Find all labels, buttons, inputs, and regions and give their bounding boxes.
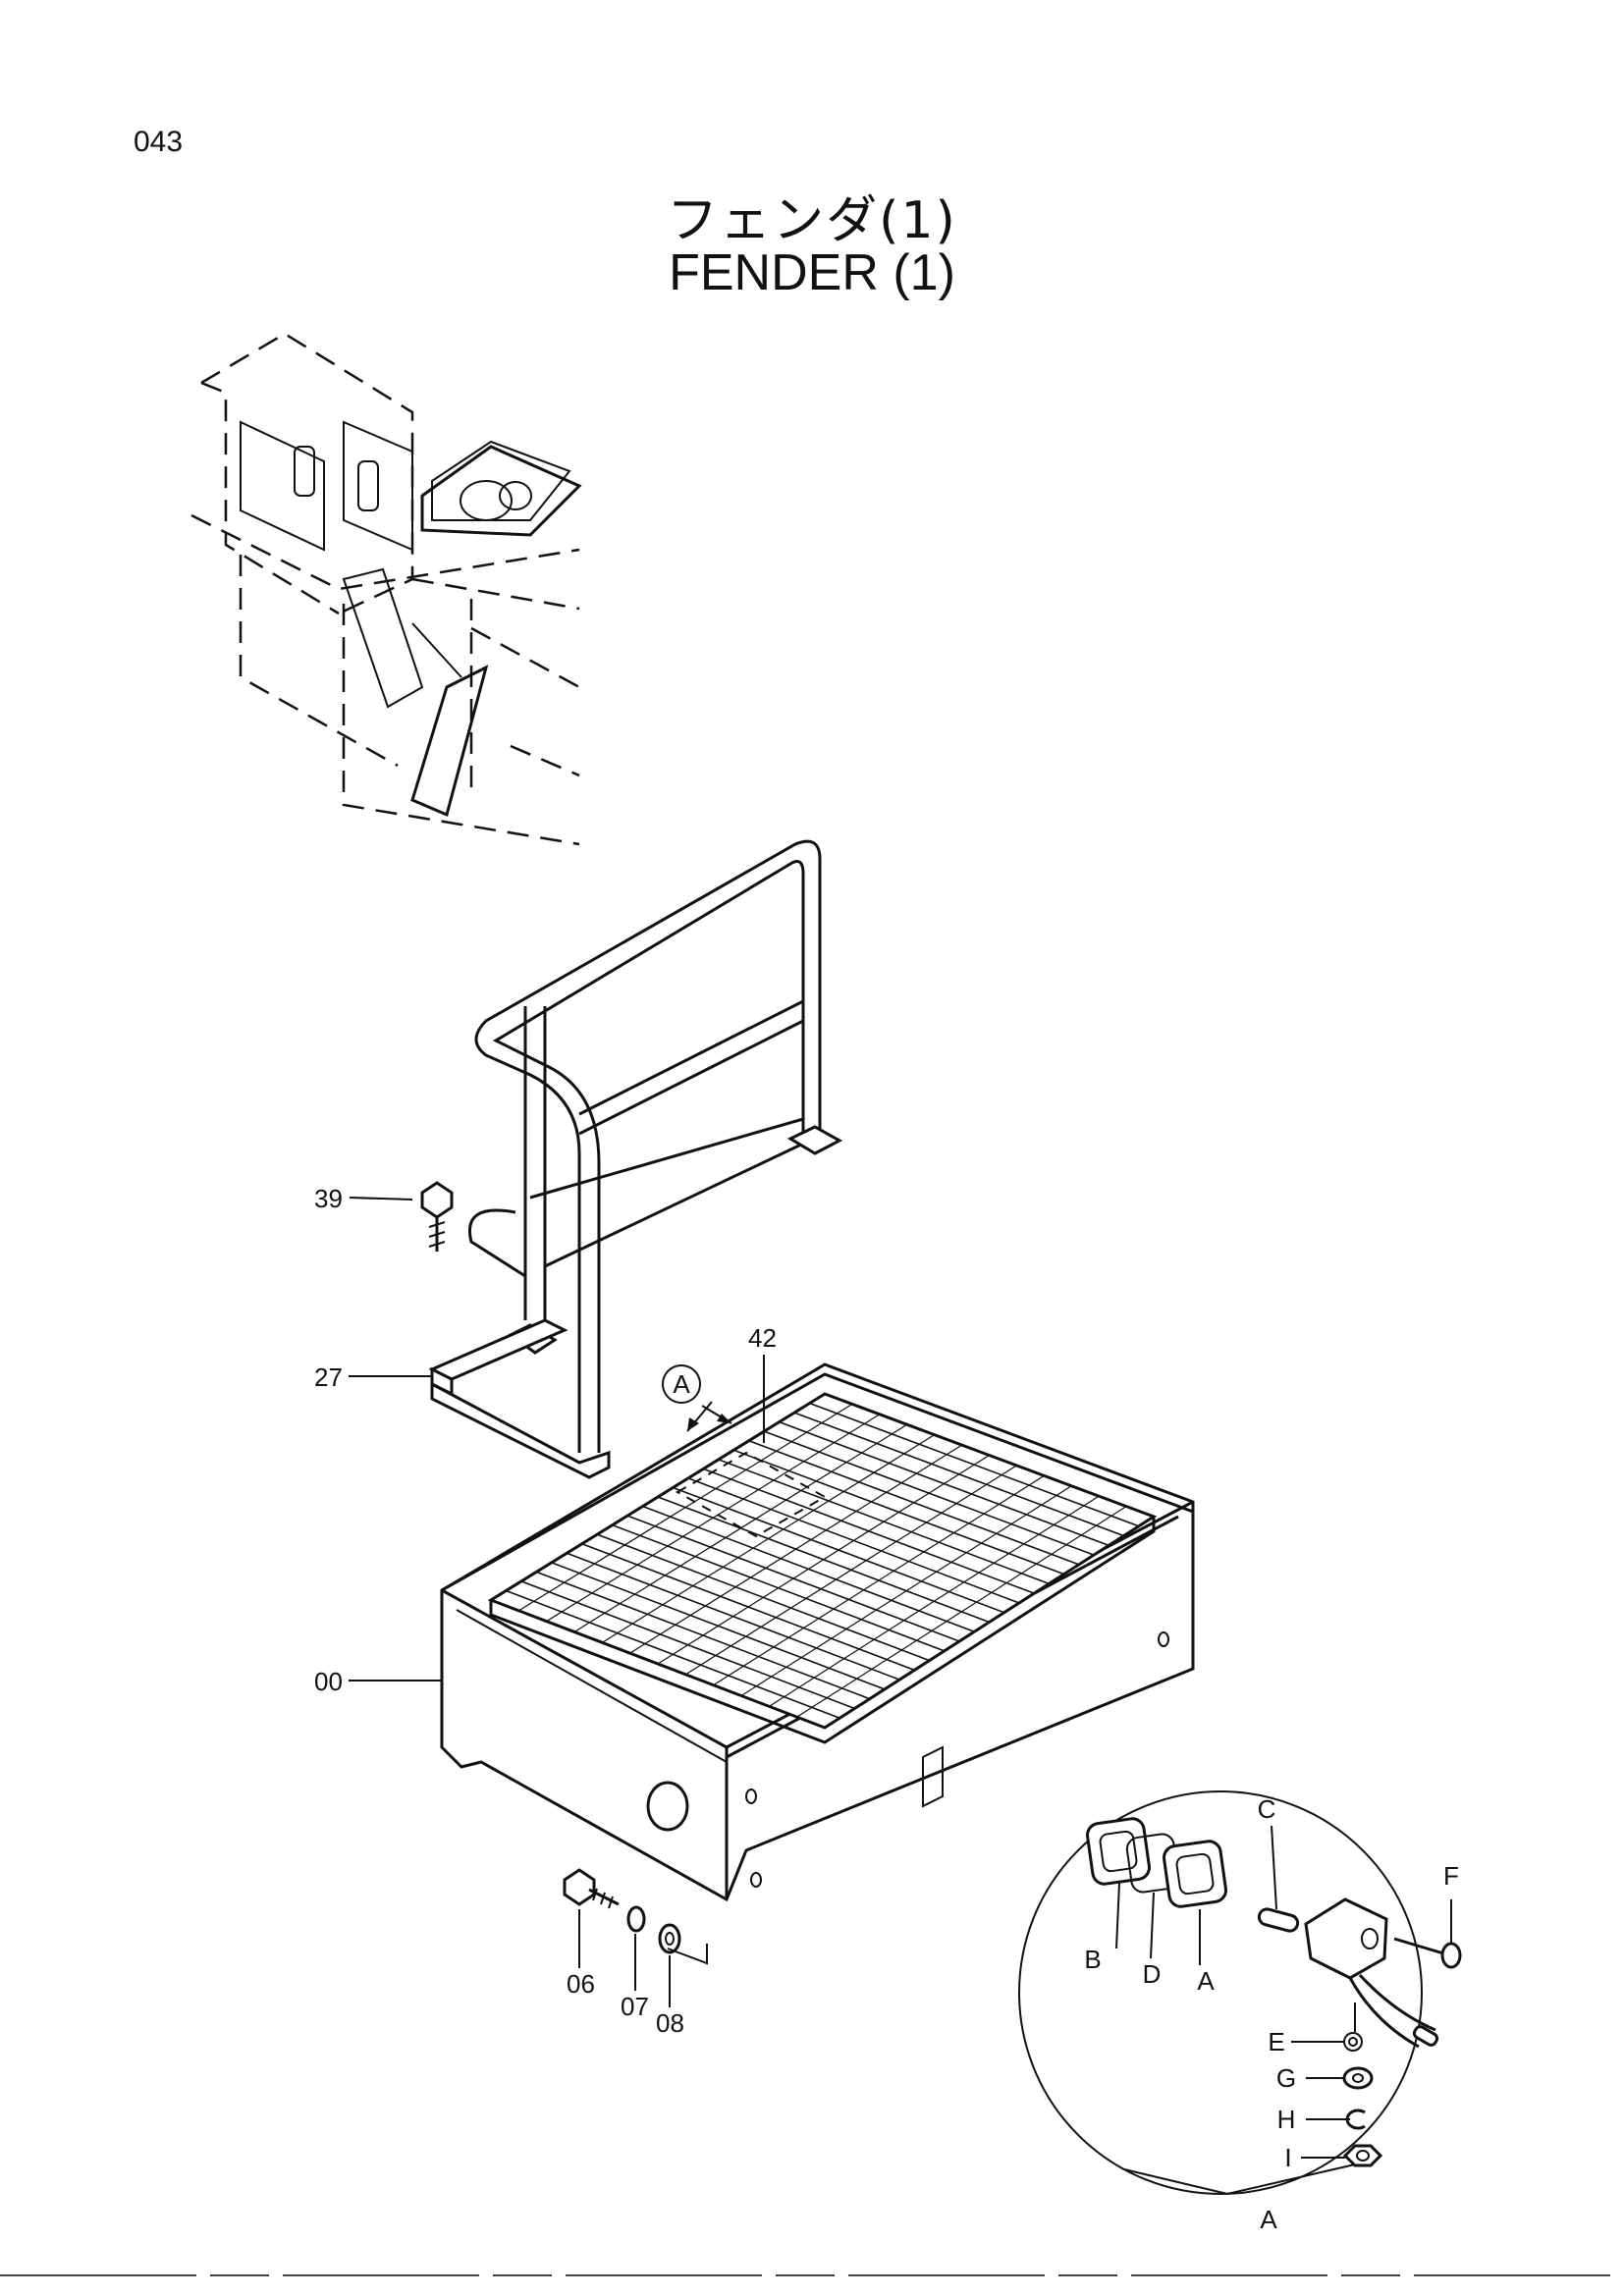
detail-label-f: F: [1443, 1861, 1459, 1891]
detail-reference-label: A: [673, 1369, 690, 1399]
screw-f: [1393, 1937, 1462, 1969]
handrail: [468, 839, 843, 1453]
bolt-39: [420, 1181, 454, 1252]
callout-leaders: [349, 1197, 765, 2007]
washer-08: [658, 1923, 681, 1954]
socket-body: [1304, 1897, 1439, 2049]
detail-label-e: E: [1268, 2027, 1284, 2056]
nut-i: [1342, 2144, 1383, 2167]
callout-00: 00: [314, 1667, 343, 1696]
page-title: FENDER (1): [669, 244, 955, 301]
callout-06: 06: [567, 1969, 595, 1999]
detail-label-g: G: [1276, 2063, 1296, 2093]
bolt-06: [563, 1868, 620, 1909]
seal-b: [1086, 1817, 1151, 1886]
star-washer-e: [1343, 2032, 1363, 2052]
callout-07: 07: [621, 1992, 649, 2021]
page-title-japanese: フェンダ(1): [667, 191, 957, 250]
grating: [487, 1392, 1158, 1744]
callout-39: 39: [314, 1184, 343, 1213]
callout-08: 08: [656, 2008, 684, 2038]
washer-g: [1342, 2066, 1374, 2090]
detail-view-a: C F B D A E G H I A: [1018, 1790, 1462, 2234]
page-number: 043: [134, 126, 184, 158]
callout-27: 27: [314, 1362, 343, 1392]
detail-label-d: D: [1143, 1959, 1162, 1989]
mounting-leader: [667, 1944, 708, 1965]
detail-label-a: A: [1197, 1966, 1215, 1996]
detail-view-label: A: [1260, 2205, 1277, 2234]
lamp-housing-a: [1163, 1840, 1227, 1908]
spring-washer-07: [626, 1905, 646, 1933]
bulb-c: [1257, 1907, 1300, 1933]
detail-label-h: H: [1277, 2105, 1296, 2134]
detail-label-c: C: [1258, 1794, 1276, 1824]
machine-locator-view: [190, 332, 582, 846]
detail-label-i: I: [1284, 2143, 1291, 2172]
bracket: [428, 1318, 611, 1479]
detail-label-b: B: [1084, 1945, 1101, 1974]
detail-reference-circle: [662, 1364, 701, 1404]
callout-42: 42: [748, 1323, 777, 1353]
